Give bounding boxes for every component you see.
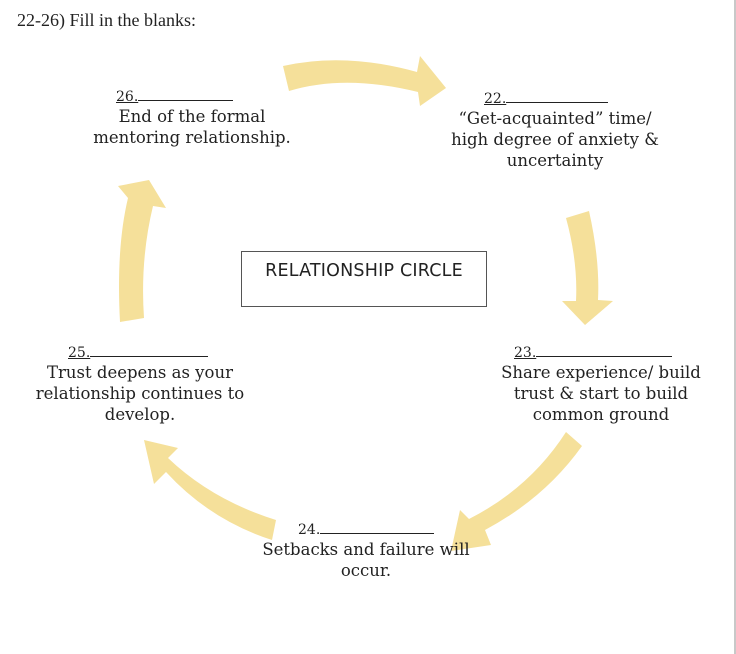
arrow-24-to-25 [144,440,276,540]
fill-blank-24[interactable] [320,532,435,534]
fill-blank-26[interactable] [138,99,234,101]
arrow-23-to-24 [451,432,582,551]
stage-text-line: uncertainty [506,151,604,170]
stage-23: 23. Share experience/ build trust & star… [490,344,712,425]
stage-text-line: develop. [104,405,176,424]
stage-text-line: End of the formal [118,107,266,126]
blank-number: 26. [116,89,139,105]
stage-text-line: Share experience/ build [501,363,701,382]
blank-number: 23. [514,345,537,361]
stage-text-line: common ground [532,405,670,424]
stage-24: 24. Setbacks and failure will occur. [252,521,480,581]
stage-text-line: Setbacks and failure will [262,540,470,559]
arrow-26-to-22 [283,56,446,106]
blank-number: 24. [298,522,321,538]
fill-blank-23[interactable] [536,355,673,357]
blank-number: 25. [68,345,91,361]
stage-26: 26. End of the formal mentoring relation… [82,88,302,148]
arrow-22-to-23 [562,211,613,325]
fill-blank-22[interactable] [506,101,609,103]
stage-text-line: Trust deepens as your [47,363,233,382]
arrow-25-to-26 [118,180,166,322]
stage-text-line: mentoring relationship. [93,128,291,147]
fill-blank-25[interactable] [90,355,209,357]
blank-number: 22. [484,91,507,107]
page-edge-divider [734,0,736,654]
stage-22: 22. “Get-acquainted” time/ high degree o… [435,90,675,171]
stage-text-line: relationship continues to [35,384,245,403]
stage-text-line: trust & start to build [513,384,689,403]
stage-text-line: occur. [340,561,392,580]
stage-text-line: “Get-acquainted” time/ [458,109,652,128]
instruction-heading: 22-26) Fill in the blanks: [17,10,196,30]
relationship-circle-title: RELATIONSHIP CIRCLE [241,251,487,307]
stage-text-line: high degree of anxiety & [451,130,659,149]
stage-25: 25. Trust deepens as your relationship c… [22,344,258,425]
